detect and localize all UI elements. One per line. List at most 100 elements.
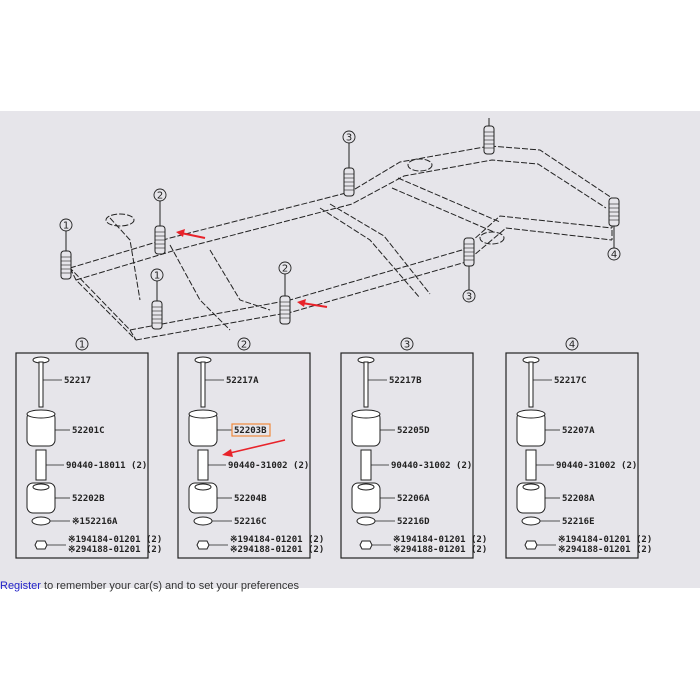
group-number-circle [237, 337, 251, 351]
part-number-label: 52216C [234, 517, 267, 527]
red-arrow-icon [222, 439, 286, 457]
bushing-hole [194, 483, 212, 491]
lower-bushing-icon [26, 482, 56, 514]
nut-part-number: ※294188-01201 (2) [558, 545, 652, 555]
nut-icon [196, 540, 210, 550]
mount-group-2: 2 52217A 52203B 90440-31002 (2) 52204B 52216C… [177, 337, 324, 559]
group-box [177, 352, 311, 559]
frame-callout-number: 4 [611, 250, 617, 261]
part-number-label: 52203B [234, 426, 267, 436]
sleeve-icon [360, 449, 372, 481]
arrow-shaft [301, 302, 328, 308]
frame-mount: 1 [59, 218, 73, 280]
sleeve-icon [525, 449, 537, 481]
part-number-label: 52206A [397, 494, 430, 504]
group-box [505, 352, 639, 559]
register-link[interactable]: Register [0, 580, 41, 592]
frame-callout-circle [150, 268, 164, 282]
nut-part-number: ※194184-01201 (2) [393, 535, 487, 545]
group-number-number: 2 [241, 340, 247, 351]
lower-bushing-icon [188, 482, 218, 514]
part-number-label: ※152216A [72, 517, 118, 527]
part-number-label: 52205D [397, 426, 430, 436]
frame-mount [483, 118, 495, 155]
nut-part-number: ※194184-01201 (2) [558, 535, 652, 545]
lower-bushing-icon [516, 482, 546, 514]
highlighted-part-box [231, 423, 271, 437]
part-number-label: 52217C [554, 376, 587, 386]
group-number-circle [75, 337, 89, 351]
lower-bushing-icon [351, 482, 381, 514]
frame-callout-number: 2 [282, 264, 288, 275]
group-number-circle [565, 337, 579, 351]
arrow-shaft [229, 439, 286, 454]
register-prompt-text: to remember your car(s) and to set your … [40, 580, 299, 592]
group-number-circle [400, 337, 414, 351]
part-number-label: 52201C [72, 426, 105, 436]
nut-icon [524, 540, 538, 550]
part-number-label: 52217B [389, 376, 422, 386]
frame-mount: 1 [150, 268, 164, 330]
red-arrow-icon [176, 229, 206, 239]
frame-mount: 3 [342, 130, 356, 197]
frame-mount: 2 [153, 188, 167, 255]
washer-icon [193, 516, 213, 526]
register-prompt: Register to remember your car(s) and to … [0, 580, 299, 592]
group-number-number: 1 [79, 340, 85, 351]
bushing-hole [522, 483, 540, 491]
vehicle-frame-drawing [69, 145, 613, 341]
arrow-shaft [180, 232, 206, 239]
sleeve-icon [197, 449, 209, 481]
bolt-shaft-icon [363, 361, 369, 408]
frame-callout-circle [278, 261, 292, 275]
group-number-number: 4 [569, 340, 575, 351]
frame-callout-circle [462, 289, 476, 303]
arrow-head [176, 229, 185, 237]
part-number-label: 90440-31002 (2) [556, 461, 637, 471]
part-number-label: 52216E [562, 517, 595, 527]
bushing-top [516, 409, 546, 419]
group-number-number: 3 [404, 340, 410, 351]
frame-callout-circle [59, 218, 73, 232]
frame-mount: 2 [278, 261, 292, 325]
frame-callout-number: 1 [154, 271, 160, 282]
sleeve-icon [35, 449, 47, 481]
bolt-shaft-icon [38, 361, 44, 408]
part-number-label: 52207A [562, 426, 595, 436]
group-box [340, 352, 474, 559]
bolt-shaft-icon [200, 361, 206, 408]
frame-mount: 4 [607, 197, 621, 261]
bushing-top [351, 409, 381, 419]
red-arrow-icon [297, 299, 328, 308]
frame-callout-number: 1 [63, 221, 69, 232]
mount-group-3: 3 52217B 52205D 90440-31002 (2) 52206A 52216D… [340, 337, 487, 559]
frame-callout-circle [607, 247, 621, 261]
part-number-label: 90440-18011 (2) [66, 461, 147, 471]
part-number-label: 52204B [234, 494, 267, 504]
nut-icon [34, 540, 48, 550]
washer-icon [356, 516, 376, 526]
page-background [0, 589, 700, 700]
part-number-label: 52217A [226, 376, 259, 386]
bolt-shaft-icon [528, 361, 534, 408]
frame-callout-number: 3 [466, 292, 472, 303]
bushing-top [26, 409, 56, 419]
arrow-head [222, 449, 233, 457]
nut-icon [359, 540, 373, 550]
frame-callout-circle [153, 188, 167, 202]
part-number-label: 90440-31002 (2) [391, 461, 472, 471]
bushing-top [188, 409, 218, 419]
frame-callout-number: 2 [157, 191, 163, 202]
part-number-label: 52216D [397, 517, 430, 527]
nut-part-number: ※294188-01201 (2) [393, 545, 487, 555]
part-number-label: 52202B [72, 494, 105, 504]
part-number-label: 90440-31002 (2) [228, 461, 309, 471]
frame-callout-circle [342, 130, 356, 144]
arrow-head [297, 299, 306, 307]
washer-icon [31, 516, 51, 526]
frame-callout-number: 3 [346, 133, 352, 144]
part-number-label: 52208A [562, 494, 595, 504]
